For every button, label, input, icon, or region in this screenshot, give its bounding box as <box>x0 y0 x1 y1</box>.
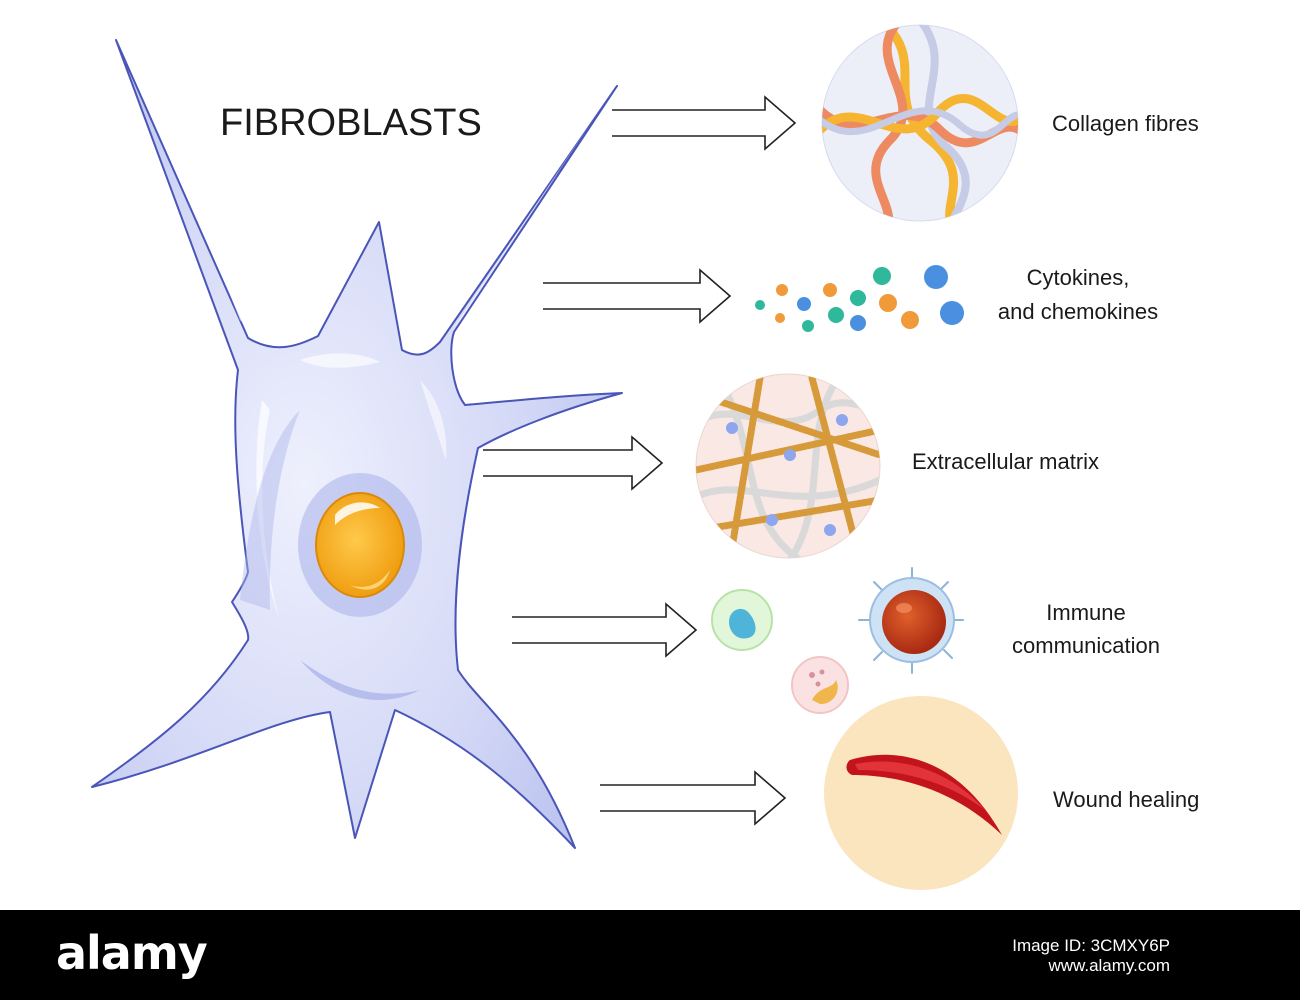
wound-icon <box>824 696 1018 890</box>
brand-logo: alamy <box>56 926 208 980</box>
diagram-canvas: FIBROBLASTS <box>91 24 1199 890</box>
collagen-fibres-icon <box>821 24 1019 222</box>
arrows <box>483 95 797 826</box>
label-wound-healing: Wound healing <box>1053 787 1199 812</box>
arrow-immune <box>512 602 698 658</box>
arrow-wound <box>600 770 787 826</box>
extracellular-matrix-icon <box>695 373 881 559</box>
arrow-cytokines <box>543 268 732 324</box>
label-cytokines-line2: and chemokines <box>998 299 1158 324</box>
site-url: www.alamy.com <box>1048 956 1170 975</box>
immune-cells-icon <box>711 567 964 714</box>
image-info: Image ID: 3CMXY6P www.alamy.com <box>1012 936 1170 976</box>
arrow-collagen <box>612 95 797 151</box>
stock-footer-bar: alamy Image ID: 3CMXY6P www.alamy.com <box>0 910 1300 1000</box>
fibroblast-cell <box>91 39 623 849</box>
cell-body <box>91 39 623 849</box>
label-cytokines-line1: Cytokines, <box>1027 265 1130 290</box>
label-immune-line1: Immune <box>1046 600 1125 625</box>
diagram-title: FIBROBLASTS <box>220 102 482 144</box>
label-immune-line2: communication <box>1012 633 1160 658</box>
image-id: Image ID: 3CMXY6P <box>1012 936 1170 955</box>
label-collagen-fibres: Collagen fibres <box>1052 111 1199 136</box>
function-labels: Collagen fibres Cytokines, and chemokine… <box>912 111 1199 812</box>
arrow-matrix <box>483 435 664 491</box>
label-extracellular-matrix: Extracellular matrix <box>912 449 1099 474</box>
cytokines-icon <box>755 265 964 332</box>
